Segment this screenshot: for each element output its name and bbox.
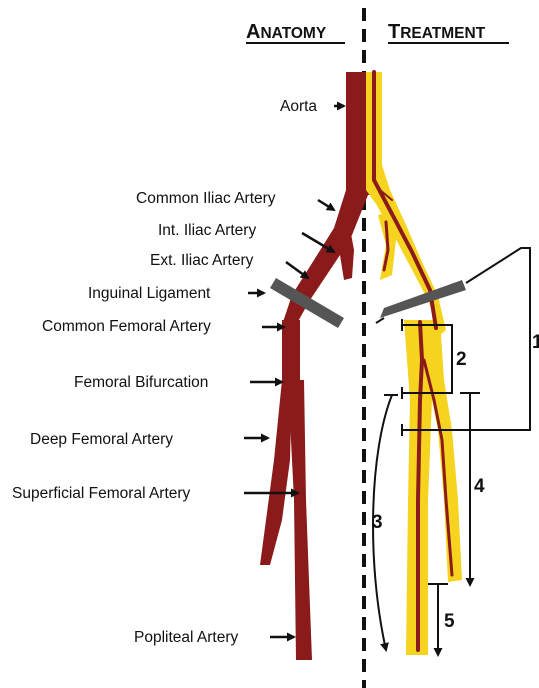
header-anatomy-rest: NATOMY: [260, 25, 326, 42]
segment-3-label: 3: [372, 512, 383, 533]
label-common-femoral: Common Femoral Artery: [42, 318, 284, 335]
superficial-femoral-shape: [288, 380, 312, 660]
label-inguinal-ligament-text: Inguinal Ligament: [88, 285, 211, 302]
header-treatment-initial: T: [388, 21, 400, 43]
label-popliteal: Popliteal Artery: [134, 629, 294, 646]
common-iliac-shape: [282, 190, 370, 325]
label-common-iliac: Common Iliac Artery: [136, 190, 334, 210]
segment-1-label: 1: [532, 332, 539, 353]
label-popliteal-text: Popliteal Artery: [134, 629, 238, 646]
header-treatment-rest: REATMENT: [400, 25, 485, 42]
header-anatomy: ANATOMY: [246, 21, 345, 43]
common-femoral-shape: [282, 320, 300, 385]
label-deep-femoral-text: Deep Femoral Artery: [30, 431, 173, 448]
label-deep-femoral: Deep Femoral Artery: [30, 431, 268, 448]
svg-text:ANATOMY: ANATOMY: [246, 21, 327, 43]
label-inguinal-ligament: Inguinal Ligament: [88, 285, 264, 302]
header-treatment: TREATMENT: [388, 21, 509, 43]
label-common-iliac-text: Common Iliac Artery: [136, 190, 276, 207]
label-common-femoral-text: Common Femoral Artery: [42, 318, 211, 335]
label-ext-iliac-text: Ext. Iliac Artery: [150, 252, 254, 269]
label-aorta-text: Aorta: [280, 98, 317, 115]
deep-femoral-shape: [260, 380, 292, 565]
artery-tree-anatomy: [260, 72, 370, 660]
artery-tree-treatment: [366, 72, 462, 655]
label-int-iliac: Int. Iliac Artery: [158, 222, 334, 252]
label-femoral-bifurcation: Femoral Bifurcation: [74, 374, 282, 391]
header-anatomy-initial: A: [246, 21, 260, 43]
segment-4-label: 4: [474, 476, 485, 497]
svg-text:TREATMENT: TREATMENT: [388, 21, 486, 43]
label-superficial-femoral-text: Superficial Femoral Artery: [12, 485, 191, 502]
segment-5-label: 5: [444, 611, 455, 632]
label-int-iliac-text: Int. Iliac Artery: [158, 222, 256, 239]
label-superficial-femoral: Superficial Femoral Artery: [12, 485, 298, 502]
segment-2-label: 2: [456, 349, 467, 370]
label-femoral-bifurcation-text: Femoral Bifurcation: [74, 374, 208, 391]
label-aorta: Aorta: [280, 98, 344, 115]
label-ext-iliac: Ext. Iliac Artery: [150, 252, 308, 278]
treated-femoral: [404, 320, 462, 655]
